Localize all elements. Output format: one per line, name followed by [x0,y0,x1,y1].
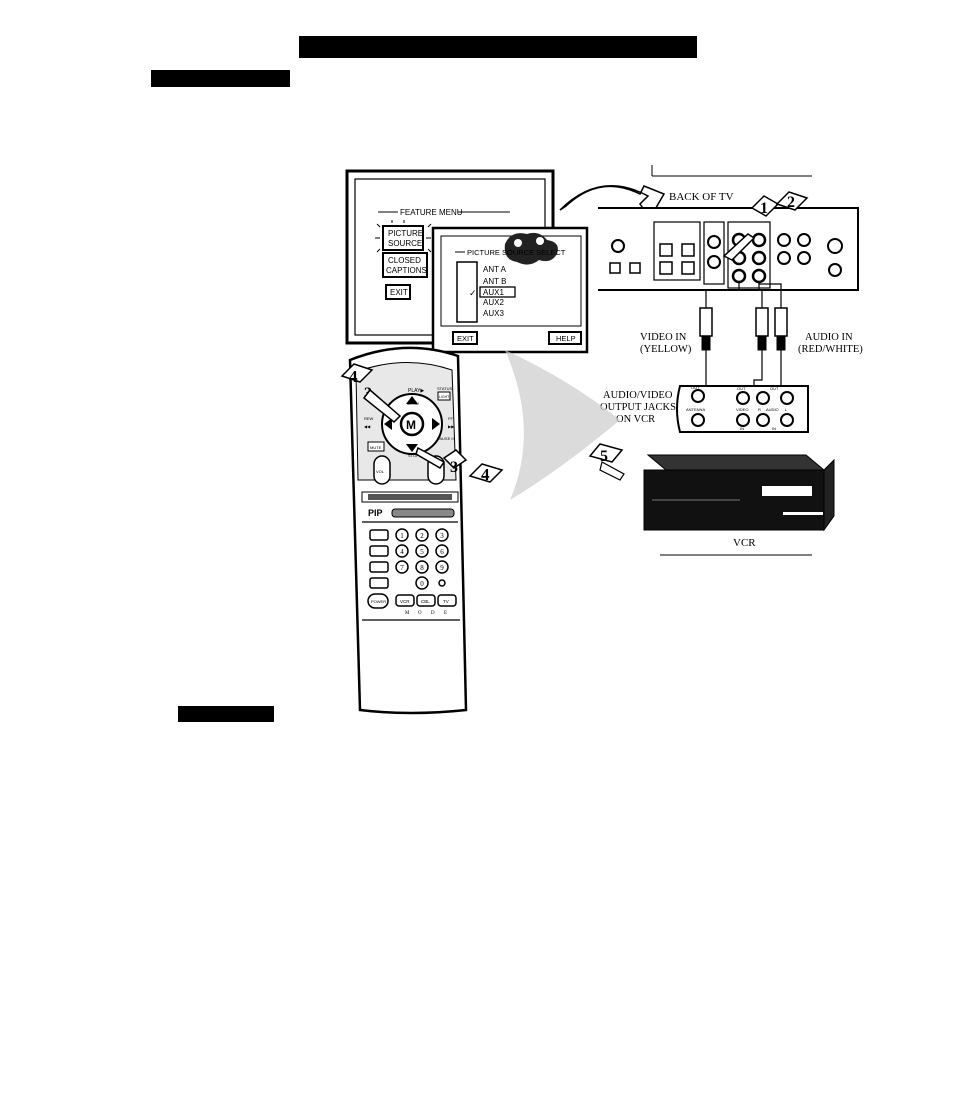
svg-text:1: 1 [400,532,404,540]
cables [699,282,788,388]
svg-text:OUT: OUT [770,386,779,391]
svg-text:M: M [406,418,416,432]
svg-text:REW: REW [364,416,374,421]
connection-illustration: FEATURE MENU PICTURE SOURCE CLOSED CAPTI… [340,165,863,715]
closed-captions-button[interactable] [382,252,428,278]
svg-text:0: 0 [420,580,424,588]
exit-button[interactable] [385,284,411,300]
picture-source-button[interactable] [382,225,424,251]
footer-heading-bar [178,706,274,722]
step-3b-badge: 3 [450,459,458,476]
number-keypad [369,528,449,590]
cbl-mode-button[interactable] [416,594,436,607]
svg-text:VCR: VCR [400,599,410,604]
option-aux1[interactable]: AUX1 [483,288,504,297]
svg-text:3: 3 [440,532,444,540]
svg-text:HELP: HELP [556,334,576,343]
svg-text:8: 8 [420,564,424,572]
audio-in-label: AUDIO IN [805,332,853,343]
vcr-unit: VCR [643,454,835,556]
svg-text:AUDIO: AUDIO [766,407,779,412]
svg-text:(YELLOW): (YELLOW) [640,344,692,355]
svg-text:◀◀: ◀◀ [364,424,371,429]
mute-button[interactable] [367,441,385,452]
vcr-jacks-label: AUDIO/VIDEO [603,390,673,401]
svg-text:VIDEO: VIDEO [736,407,748,412]
svg-text:CBL: CBL [421,599,430,604]
svg-text:5: 5 [420,548,424,556]
svg-text:D: D [431,611,435,616]
svg-text:PICTURE: PICTURE [388,229,423,238]
svg-text:▶▶: ▶▶ [448,424,455,429]
option-aux1-highlight[interactable] [479,286,516,298]
svg-text:(RED/WHITE): (RED/WHITE) [798,344,863,355]
vcr-label: VCR [733,537,756,549]
step-4a-badge: 4 [349,367,358,386]
svg-text:IN: IN [740,426,744,431]
svg-text:CAPTIONS: CAPTIONS [386,266,427,275]
svg-text:POWER: POWER [371,599,386,604]
option-aux2[interactable]: AUX2 [483,298,504,307]
vcr-jack-panel: OUT OUT OUT ANTENNA VIDEO R AUDIO L IN I… [676,385,809,433]
svg-text:ON VCR: ON VCR [616,414,655,425]
svg-text:2: 2 [420,532,424,540]
svg-text:EXIT: EXIT [457,334,474,343]
source-select-panel: PICTURE SOURCE SELECT ANT A ANT B ✓ AUX1… [431,226,589,354]
svg-text:R: R [758,407,761,412]
option-aux3[interactable]: AUX3 [483,309,504,318]
svg-text:MUTE: MUTE [370,445,382,450]
vcr-mode-button[interactable] [395,594,415,607]
volume-button[interactable] [373,455,391,485]
svg-text:9: 9 [440,564,444,572]
svg-text:ANTENNA: ANTENNA [686,407,705,412]
svg-text:PLAY▶: PLAY▶ [408,388,424,394]
remote-control: M MENU PLAY▶ STATUS LIGHT REW ◀◀ FF ▶▶ M… [348,346,468,715]
svg-text:7: 7 [400,564,404,572]
svg-text:E: E [444,611,447,616]
svg-text:VOL: VOL [376,469,385,474]
back-of-tv-label: BACK OF TV [669,191,734,203]
svg-text:OUTPUT JACKS: OUTPUT JACKS [600,402,676,413]
source-select-title: PICTURE SOURCE SELECT [467,248,566,257]
svg-text:PAUSE II: PAUSE II [437,436,454,441]
video-in-label: VIDEO IN [640,332,687,343]
svg-text:OUT: OUT [737,386,746,391]
svg-text:STOP: STOP [408,453,419,458]
svg-text:SOURCE: SOURCE [388,239,422,248]
svg-text:O: O [418,611,422,616]
option-ant-b[interactable]: ANT B [483,277,506,286]
svg-text:L: L [785,407,788,412]
svg-text:IN: IN [772,426,776,431]
option-ant-a[interactable]: ANT A [483,265,507,274]
source-exit-button[interactable] [452,331,478,345]
svg-text:STATUS: STATUS [437,386,453,391]
svg-text:TV: TV [443,599,449,604]
step-2-badge: 2 [787,194,795,211]
svg-text:FF: FF [448,416,453,421]
curved-arrow [559,185,666,220]
svg-text:OUT: OUT [691,385,700,390]
status-button[interactable] [437,391,451,401]
step-4b-badge: 4 [481,465,490,484]
menu-button[interactable] [399,411,425,437]
title-bar [299,36,697,58]
step-5-badge: 5 [600,448,608,465]
check-mark: ✓ [469,288,477,298]
feature-menu-title: FEATURE MENU [400,208,463,217]
svg-text:6: 6 [440,548,444,556]
tv-mode-button[interactable] [437,594,457,607]
power-button[interactable] [367,593,389,609]
svg-text:LIGHT: LIGHT [439,395,450,399]
svg-text:4: 4 [400,548,404,556]
section-heading-bar [151,70,290,87]
step-1-badge: 1 [760,200,768,217]
pip-label: PIP [368,508,383,518]
source-help-button[interactable] [548,331,582,345]
svg-text:EXIT: EXIT [390,288,408,297]
svg-text:M: M [405,611,410,616]
svg-text:CLOSED: CLOSED [388,256,421,265]
back-of-tv: BACK OF TV 1 2 [598,165,859,291]
